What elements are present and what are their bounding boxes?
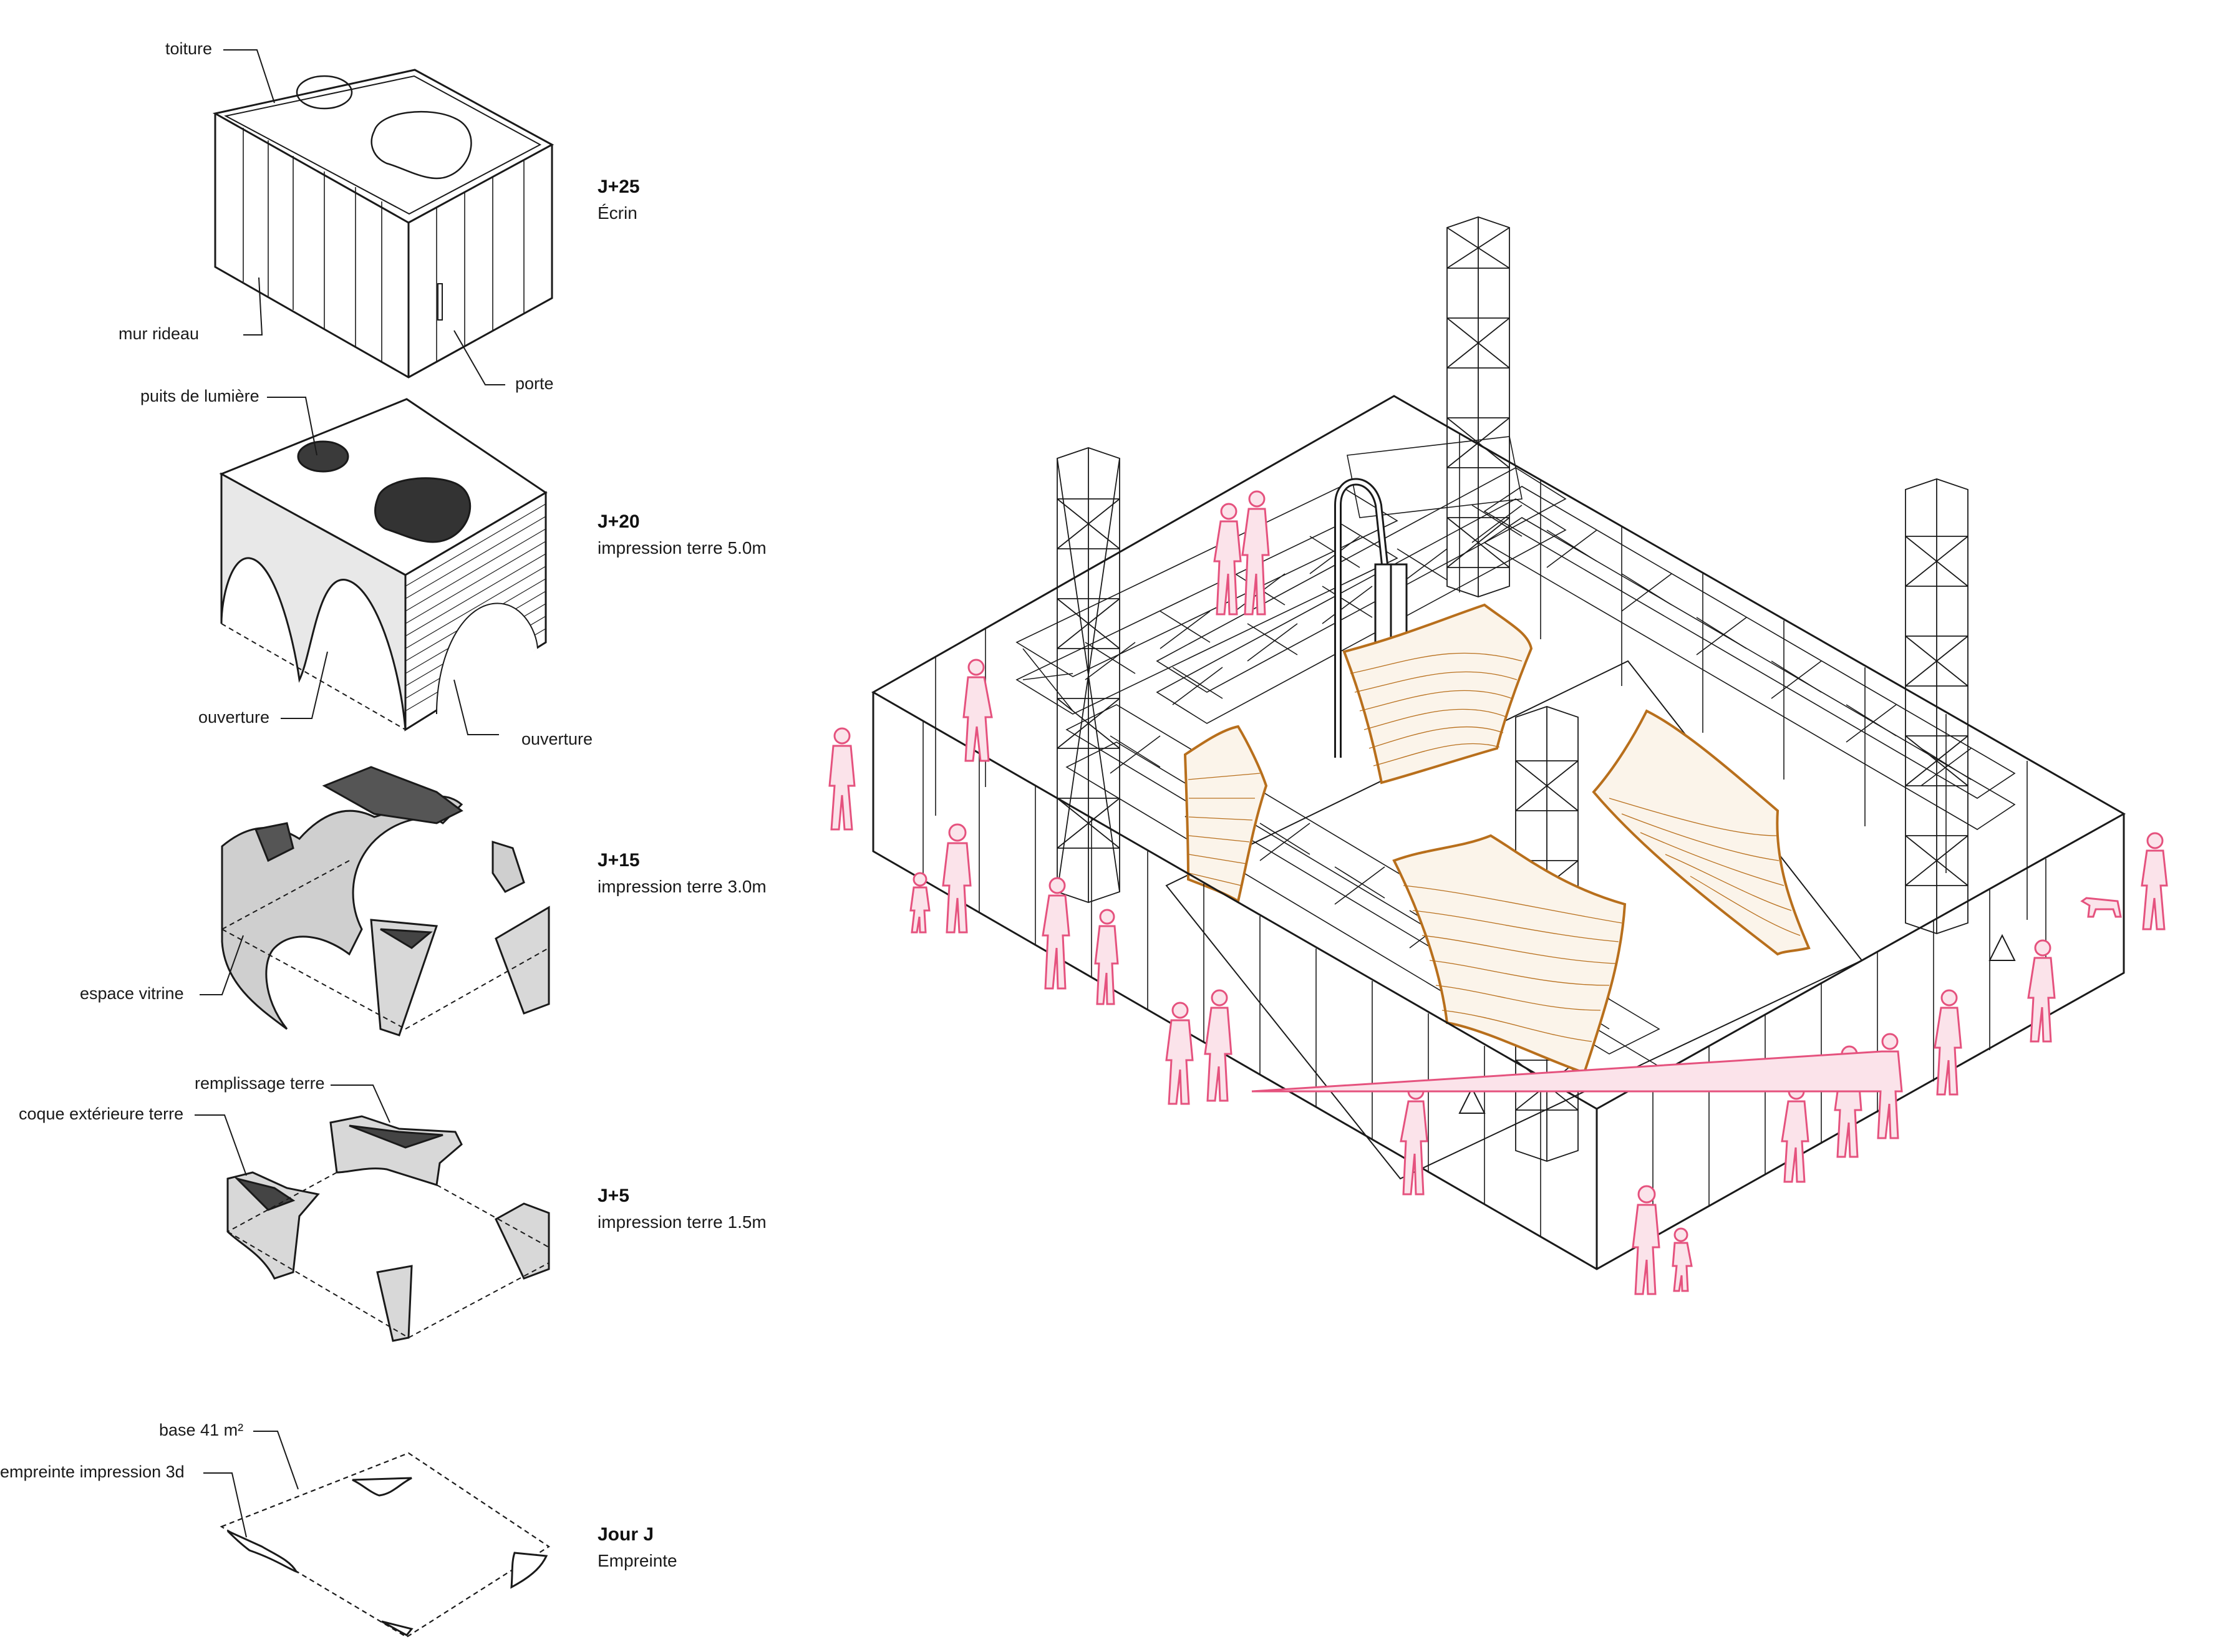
person-7 — [1204, 989, 1232, 1102]
label-mur-rideau: mur rideau — [119, 324, 200, 343]
label-empreinte-impression: empreinte impression 3d — [0, 1462, 185, 1481]
person-child-1 — [909, 872, 931, 934]
stage-title-jour-j: Jour J — [598, 1524, 654, 1545]
person-17 — [2141, 832, 2168, 930]
tower-back — [1446, 216, 1510, 597]
person-8 — [1213, 503, 1242, 616]
stage-sub-j5: impression terre 1.5m — [598, 1212, 767, 1232]
main-axonometric — [828, 216, 2168, 1295]
label-ouverture-left: ouverture — [198, 708, 270, 727]
person-9 — [1241, 490, 1270, 616]
earth-piece-back — [1342, 603, 1533, 785]
label-base: base 41 m² — [159, 1421, 244, 1439]
person-child-2 — [1672, 1227, 1693, 1292]
earth-pieces — [1183, 603, 1811, 1075]
people — [828, 490, 2168, 1295]
person-15 — [1934, 989, 1962, 1096]
warning-sign-right — [1988, 934, 2016, 961]
person-12 — [1781, 1083, 1809, 1183]
stage-sub-j15: impression terre 3.0m — [598, 877, 767, 896]
person-5 — [1094, 909, 1119, 1005]
stage-title-j15: J+15 — [598, 850, 640, 871]
person-16 — [2027, 939, 2056, 1043]
dog — [2080, 897, 2122, 918]
label-remplissage-terre: remplissage terre — [195, 1074, 325, 1093]
person-2 — [962, 659, 993, 762]
earth-layer-lines — [1188, 652, 1801, 1042]
footprint-base — [220, 1452, 551, 1638]
label-porte: porte — [515, 374, 554, 393]
stage-title-j5: J+5 — [598, 1186, 629, 1206]
person-11 — [1632, 1185, 1660, 1295]
label-coque-exterieure: coque extérieure terre — [19, 1104, 184, 1123]
earth-piece-right — [1592, 709, 1811, 956]
skylight-large-hole — [374, 477, 472, 543]
roof-skylight-small — [296, 75, 353, 110]
person-1 — [828, 727, 856, 831]
person-14 — [1251, 1033, 1903, 1139]
skylight-small-hole — [297, 440, 349, 473]
stage-title-j20: J+20 — [598, 511, 640, 532]
earth-pieces-3m — [221, 766, 550, 1036]
ecrin-box — [212, 69, 554, 379]
stage-title-j25: J+25 — [598, 176, 640, 197]
warning-sign-left — [1458, 1086, 1486, 1114]
earth-block-5m — [219, 398, 548, 732]
label-puits-de-lumiere: puits de lumière — [140, 387, 259, 405]
earth-pieces-1-5m — [226, 1115, 550, 1342]
roof-skylight-large — [370, 110, 472, 180]
stage-sub-j25: Écrin — [598, 203, 637, 223]
earth-piece-front — [1392, 834, 1627, 1075]
label-espace-vitrine: espace vitrine — [80, 984, 184, 1003]
label-ouverture-right: ouverture — [521, 730, 593, 748]
label-toiture: toiture — [165, 39, 213, 58]
tower-left — [1057, 447, 1120, 903]
person-3 — [942, 823, 972, 934]
person-10 — [1400, 1083, 1428, 1196]
stage-sub-j20: impression terre 5.0m — [598, 538, 767, 558]
earth-piece-left — [1183, 725, 1268, 904]
stage-drawings — [195, 49, 554, 1638]
person-6 — [1165, 1002, 1194, 1105]
person-4 — [1042, 877, 1070, 990]
porte-handle — [437, 283, 443, 321]
glass-box — [871, 395, 2126, 1270]
stage-sub-jour-j: Empreinte — [598, 1551, 677, 1570]
annotation-leaders — [195, 49, 505, 1538]
